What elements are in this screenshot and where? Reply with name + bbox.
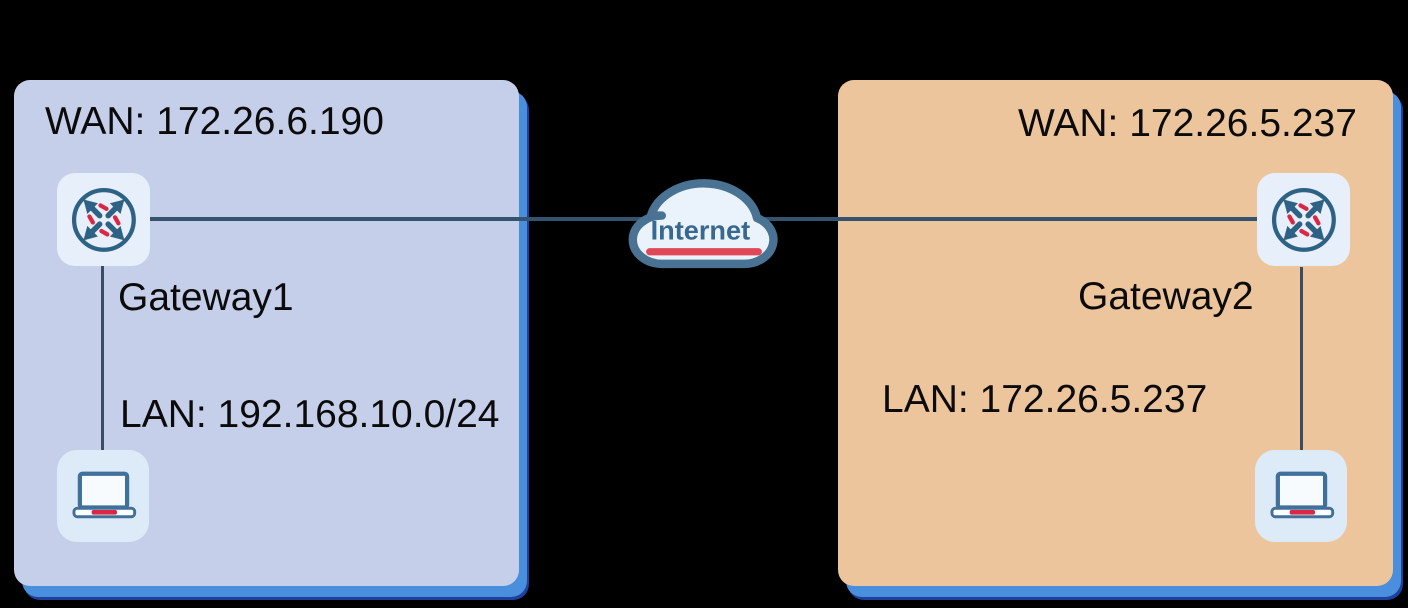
site1-wan-label: WAN: 172.26.6.190 [45,100,384,143]
site2-lan-line [1300,267,1303,450]
site1-host [57,450,149,542]
site2-gateway-label: Gateway2 [1078,275,1254,318]
site2-router [1257,173,1350,266]
site2-host [1255,450,1347,542]
router-icon [1271,187,1336,252]
internet-cloud: Internet [628,167,780,269]
site1-router [57,173,150,266]
internet-label: Internet [651,215,750,246]
laptop-icon [1270,471,1334,518]
site2-lan-label: LAN: 172.26.5.237 [882,378,1208,421]
site1-gateway-label: Gateway1 [118,276,294,319]
site2-wan-label: WAN: 172.26.5.237 [1018,102,1357,145]
cloud-icon: Internet [628,179,778,269]
site1-lan-label: LAN: 192.168.10.0/24 [120,393,500,436]
router-icon [71,187,136,252]
laptop-icon [72,471,136,518]
site1-lan-line [101,265,104,450]
